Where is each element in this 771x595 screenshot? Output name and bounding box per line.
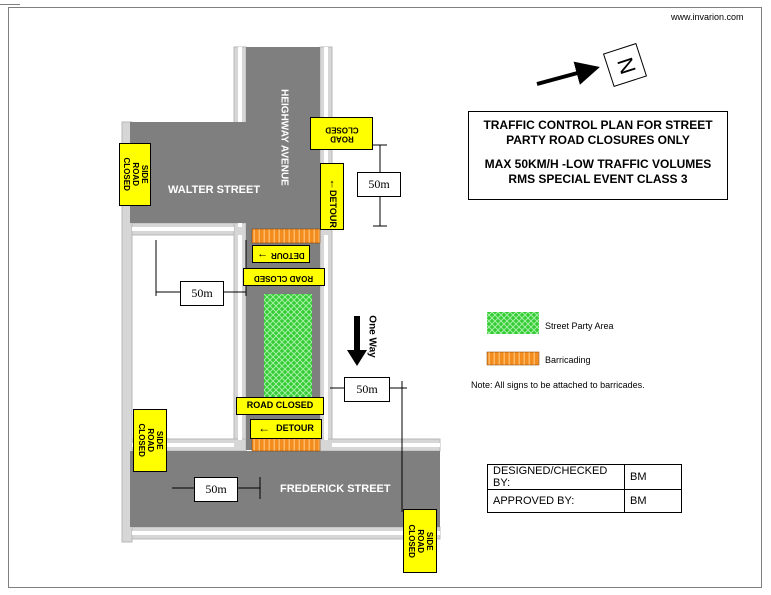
title-line-1: TRAFFIC CONTROL PLAN FOR STREET <box>483 118 713 132</box>
barricade-south <box>251 436 321 452</box>
approval-row: DESIGNED/CHECKED BY: BM <box>487 464 682 490</box>
one-way-arrow <box>347 316 367 366</box>
website-label: www.invarion.com <box>671 12 744 22</box>
approval-table: DESIGNED/CHECKED BY: BM APPROVED BY: BM <box>487 464 682 513</box>
road-closed-sign-south: ROAD CLOSED <box>236 397 324 415</box>
side-road-closed-sign-frederick-east: SIDE ROAD CLOSED <box>403 509 437 573</box>
distance-label-top-right: 50m <box>357 172 401 197</box>
distance-label-middle-right: 50m <box>344 377 390 402</box>
approval-value: BM <box>624 489 682 513</box>
road-closed-sign-top: ROAD CLOSED <box>310 117 373 150</box>
walter-street-label: WALTER STREET <box>168 184 261 196</box>
road-closed-sign-north: ROAD CLOSED <box>243 268 325 286</box>
legend-party-label: Street Party Area <box>545 321 614 331</box>
side-road-closed-sign-frederick-west: SIDE ROAD CLOSED <box>133 409 167 472</box>
approval-row: APPROVED BY: BM <box>487 489 682 513</box>
street-party-area <box>264 294 312 398</box>
north-arrow <box>536 42 648 88</box>
walter-street-road <box>130 122 256 223</box>
title-line-4: RMS SPECIAL EVENT CLASS 3 <box>508 172 688 186</box>
approval-label: DESIGNED/CHECKED BY: <box>487 464 625 490</box>
distance-label-frederick: 50m <box>194 477 238 502</box>
title-line-3: MAX 50KM/H -LOW TRAFFIC VOLUMES <box>484 157 712 171</box>
legend-note: Note: All signs to be attached to barric… <box>471 380 645 390</box>
plan-title-box: TRAFFIC CONTROL PLAN FOR STREET PARTY RO… <box>468 111 728 200</box>
detour-arrow-left-icon: ← <box>257 247 269 260</box>
frederick-street-label: FREDERICK STREET <box>280 483 391 495</box>
detour-sign-north: ← DETOUR <box>252 245 310 263</box>
legend-barricade-swatch <box>486 351 540 366</box>
one-way-label: One Way <box>366 315 378 358</box>
detour-sign-south: ← DETOUR <box>250 419 322 439</box>
approval-label: APPROVED BY: <box>487 489 625 513</box>
corner-tick <box>0 0 20 5</box>
detour-arrow-left-icon: ← <box>258 421 271 436</box>
frederick-street-road <box>130 451 440 527</box>
detour-sign-vertical: ↑ DETOUR <box>320 163 344 230</box>
detour-arrow-up-icon: ↑ <box>329 178 335 191</box>
drawing-frame <box>8 7 762 588</box>
legend-barricading-label: Barricading <box>545 355 591 365</box>
title-line-2: PARTY ROAD CLOSURES ONLY <box>506 133 690 147</box>
approval-value: BM <box>624 464 682 490</box>
distance-label-walter: 50m <box>180 281 224 306</box>
legend-party-swatch <box>487 312 539 334</box>
barricade-north <box>251 228 321 244</box>
side-road-closed-sign-walter: SIDE ROAD CLOSED <box>119 143 151 206</box>
heighway-avenue-label: HEIGHWAY AVENUE <box>278 89 290 186</box>
